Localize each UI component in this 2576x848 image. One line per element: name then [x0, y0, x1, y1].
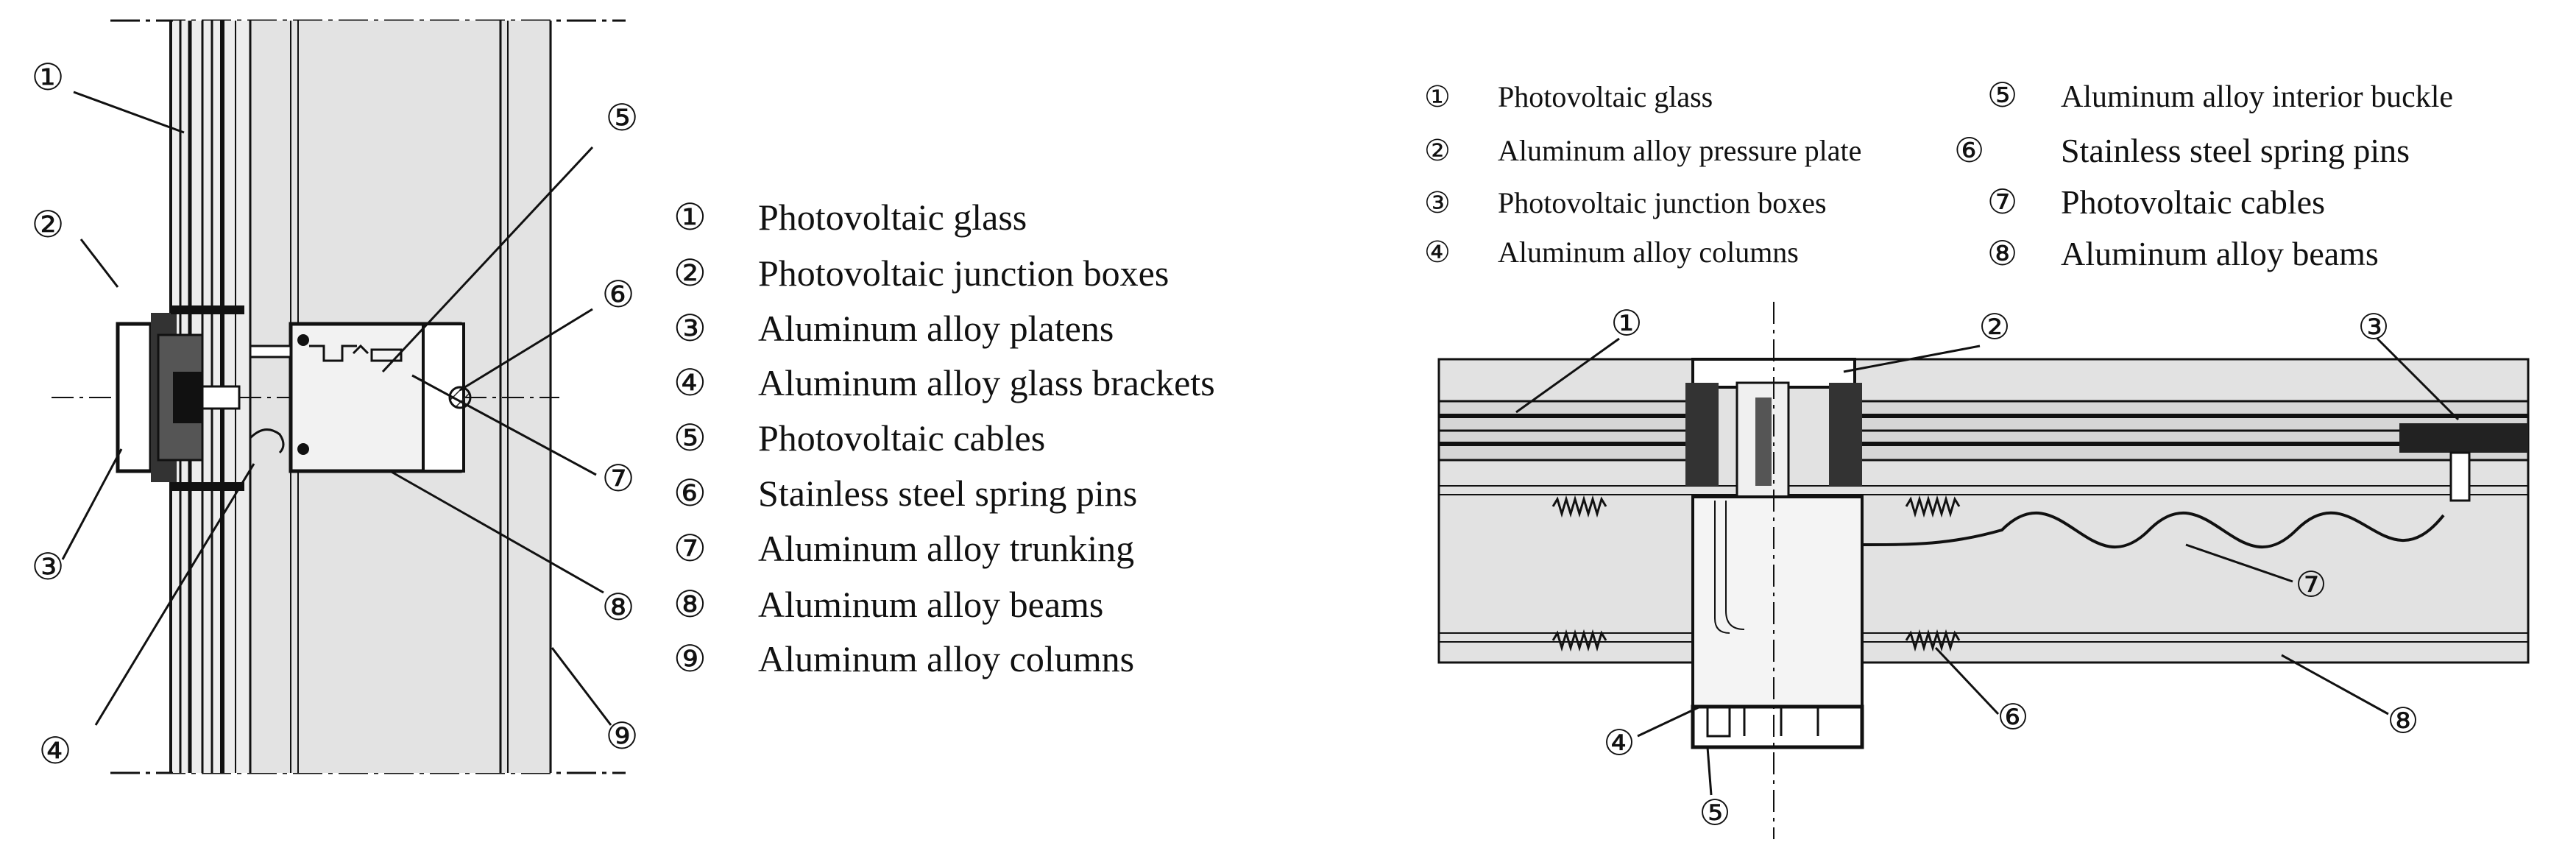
right-legend-text-8: Aluminum alloy beams	[2061, 235, 2379, 272]
right-callout-8: ⑧	[2387, 702, 2418, 741]
right-legend-text-4: Aluminum alloy columns	[1498, 236, 1799, 269]
callout-4: ④	[39, 730, 72, 771]
right-legend-num-4: ④	[1424, 236, 1451, 269]
callout-8: ⑧	[602, 587, 635, 628]
callout-1: ①	[32, 57, 65, 98]
right-legend-text-7: Photovoltaic cables	[2061, 183, 2325, 221]
right-legend: ① Photovoltaic glass ② Aluminum alloy pr…	[1424, 80, 1861, 269]
right-legend-num-6: ⑥	[1954, 132, 1984, 169]
right-legend-num-8: ⑧	[1987, 235, 2017, 272]
right-callout-6: ⑥	[1997, 699, 2028, 738]
right-legend-num-1: ①	[1424, 80, 1451, 113]
left-legend-num-8: ⑧	[673, 584, 707, 625]
left-legend: ① Photovoltaic glass ② Photovoltaic junc…	[673, 197, 1215, 679]
left-legend-num-2: ②	[673, 252, 707, 294]
callout-7: ⑦	[602, 458, 635, 499]
aluminum-column-box	[1691, 495, 1864, 749]
glass-bracket-bottom	[171, 482, 244, 491]
right-leader-lines	[1515, 337, 2460, 796]
left-legend-text-7: Aluminum alloy trunking	[758, 528, 1134, 569]
left-legend-num-9: ⑨	[673, 638, 707, 679]
left-legend-num-4: ④	[673, 362, 707, 403]
left-legend-text-1: Photovoltaic glass	[758, 197, 1027, 238]
aluminum-trunking-box	[249, 322, 472, 473]
left-callouts: ① ② ③ ④ ⑤ ⑥ ⑦ ⑧ ⑨	[32, 57, 639, 771]
left-legend-text-2: Photovoltaic junction boxes	[758, 252, 1169, 294]
aluminum-platen	[116, 313, 241, 482]
right-callout-2: ②	[1978, 308, 2010, 347]
left-legend-num-7: ⑦	[673, 528, 707, 569]
spring-pins	[1551, 495, 1961, 652]
callout-6: ⑥	[602, 274, 635, 315]
right-legend-text-1: Photovoltaic glass	[1498, 80, 1713, 113]
glass-bracket-top	[171, 305, 244, 314]
right-legend-text-5: Aluminum alloy interior buckle	[2061, 80, 2453, 114]
right-legend-num-2: ②	[1424, 134, 1451, 167]
right-callout-1: ①	[1610, 305, 1642, 344]
left-legend-text-9: Aluminum alloy columns	[758, 638, 1134, 679]
junction-box	[2399, 423, 2528, 502]
right-legend-text-6: Stainless steel spring pins	[2061, 132, 2410, 169]
leader-lines	[61, 91, 612, 726]
callout-5: ⑤	[606, 97, 639, 138]
left-legend-text-4: Aluminum alloy glass brackets	[758, 362, 1215, 403]
left-legend-num-5: ⑤	[673, 417, 707, 459]
callout-3: ③	[32, 546, 65, 587]
left-section-drawing: ① ② ③ ④ ⑤ ⑥ ⑦ ⑧ ⑨ ① Photovoltaic glass ②…	[32, 19, 1215, 774]
right-legend-num-7: ⑦	[1987, 183, 2017, 221]
right-section-drawing: ① Photovoltaic glass ② Aluminum alloy pr…	[1424, 77, 2530, 839]
right-legend-num-5: ⑤	[1987, 77, 2017, 114]
left-legend-text-8: Aluminum alloy beams	[758, 584, 1103, 625]
right-callouts: ① ② ③ ④ ⑤ ⑥ ⑦ ⑧	[1603, 305, 2418, 833]
photovoltaic-glass-lines	[1439, 414, 2528, 643]
left-legend-text-5: Photovoltaic cables	[758, 417, 1045, 459]
left-legend-num-3: ③	[673, 308, 707, 349]
photovoltaic-cable	[1861, 511, 2445, 549]
left-legend-text-3: Aluminum alloy platens	[758, 308, 1114, 349]
right-legend-num-3: ③	[1424, 186, 1451, 219]
right-legend-col2: ⑤ Aluminum alloy interior buckle ⑥ Stain…	[1954, 77, 2453, 272]
right-callout-3: ③	[2357, 308, 2389, 347]
right-callout-7: ⑦	[2295, 566, 2326, 605]
right-callout-5: ⑤	[1699, 794, 1730, 833]
left-legend-num-6: ⑥	[673, 473, 707, 514]
left-legend-text-6: Stainless steel spring pins	[758, 473, 1137, 514]
right-callout-4: ④	[1603, 724, 1635, 763]
right-legend-text-3: Photovoltaic junction boxes	[1498, 186, 1827, 219]
callout-2: ②	[32, 204, 65, 245]
right-legend-text-2: Aluminum alloy pressure plate	[1498, 134, 1861, 167]
left-legend-num-1: ①	[673, 197, 707, 238]
callout-9: ⑨	[606, 716, 639, 757]
